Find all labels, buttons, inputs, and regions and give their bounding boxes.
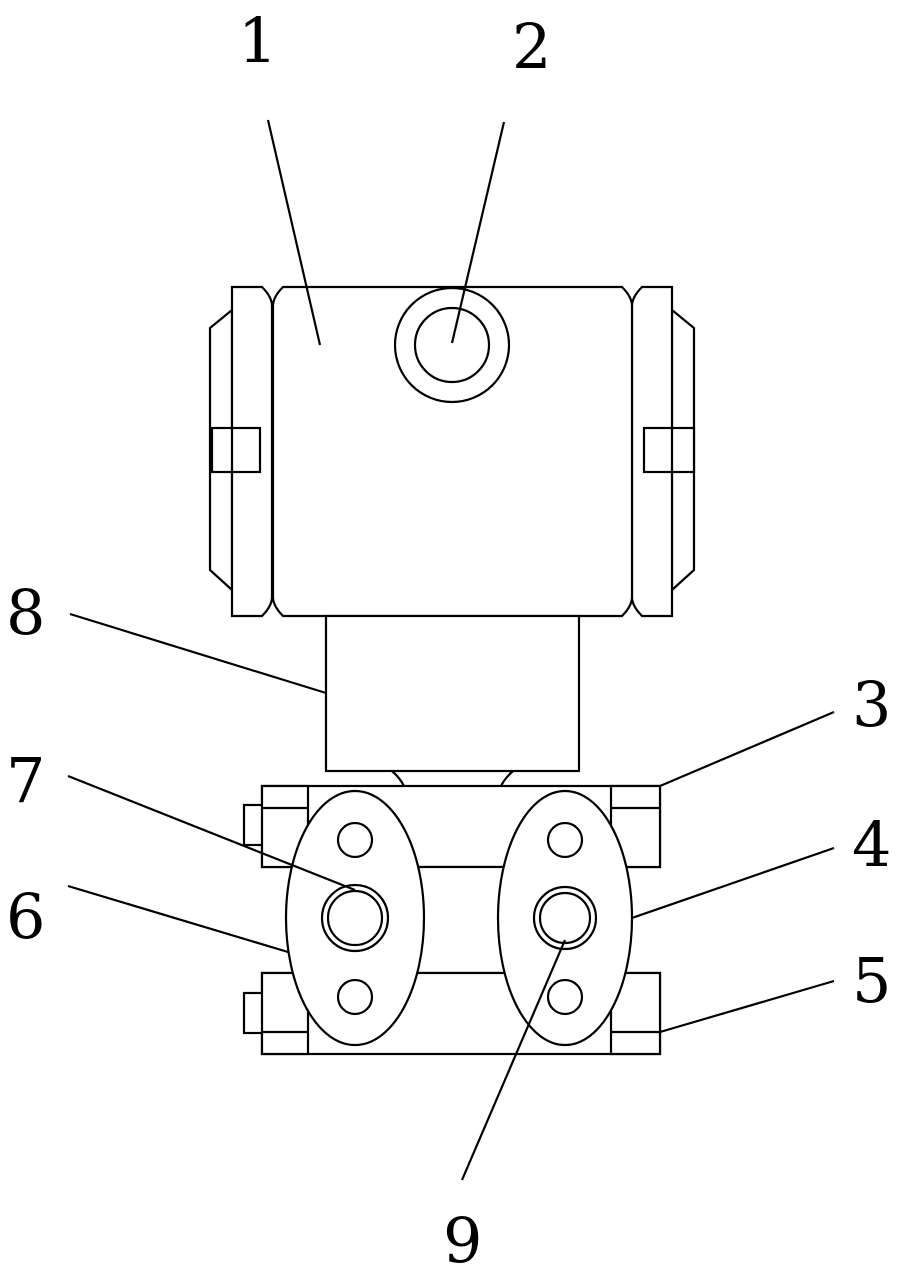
left-bolt-hole-top [336, 821, 374, 859]
callout-4: 4 [852, 808, 891, 881]
callout-2: 2 [512, 10, 551, 83]
display-port-inner [413, 306, 491, 384]
nut-top-right [609, 784, 662, 869]
nut-bottom-right [609, 971, 662, 1056]
callout-5: 5 [852, 944, 891, 1017]
display-port-outer [393, 286, 511, 404]
right-bolt-hole-bottom [546, 978, 584, 1016]
leader-8 [69, 612, 327, 695]
housing-assembly [208, 285, 696, 618]
callout-9: 9 [443, 1204, 482, 1275]
leader-4 [631, 846, 835, 920]
leader-1 [266, 119, 322, 346]
leader-7 [67, 774, 356, 892]
right-bolt-hole-top [546, 821, 584, 859]
leader-2 [450, 121, 506, 344]
callout-6: 6 [6, 880, 45, 953]
right-pressure-port-inner [538, 891, 592, 945]
leader-5 [659, 979, 835, 1034]
callout-1: 1 [238, 4, 277, 77]
callout-8: 8 [6, 576, 45, 649]
center-block [412, 865, 512, 975]
leader-6 [67, 884, 289, 954]
callout-7: 7 [6, 744, 45, 817]
right-oval-flange [496, 789, 634, 1047]
callout-3: 3 [852, 668, 891, 741]
leader-3 [659, 710, 835, 788]
sensor-body [242, 784, 662, 1056]
leader-9 [460, 939, 567, 1181]
right-pressure-port-outer [532, 885, 598, 951]
left-oval-flange [284, 789, 426, 1047]
leader-lines [67, 119, 835, 1181]
neck-connector [391, 770, 514, 787]
connection-neck [324, 614, 581, 773]
main-housing [271, 285, 634, 618]
left-latch [210, 426, 262, 474]
right-latch [642, 426, 696, 474]
callout-labels: 1 2 8 3 7 4 6 5 9 [6, 4, 891, 1275]
left-pressure-port-inner [326, 889, 384, 947]
left-bolt-hole-bottom [336, 978, 374, 1016]
left-pressure-port-outer [320, 883, 390, 953]
